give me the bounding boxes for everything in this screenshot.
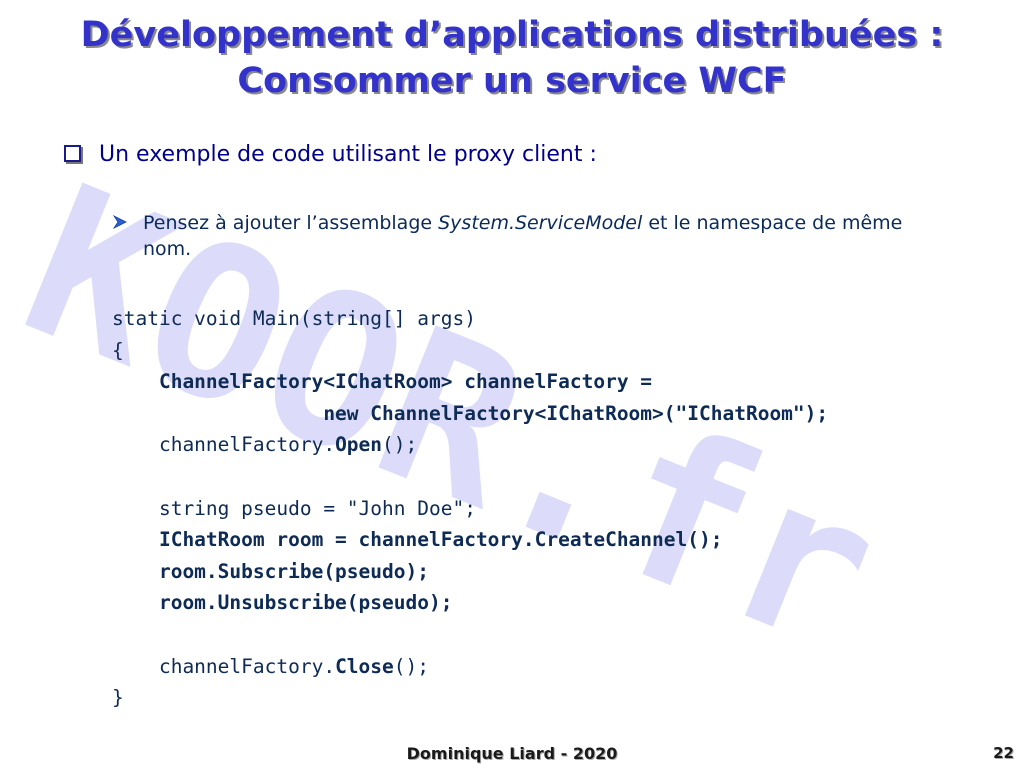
bullet-2-text-before: Pensez à ajouter l’assemblage — [143, 212, 439, 234]
code-text: channelFactory. — [112, 433, 336, 457]
code-block: static void Main(string[] args) { Channe… — [112, 303, 992, 714]
bullet-2-text-after: et le namespace de même nom. — [143, 212, 903, 260]
bullet-2-text: Pensez à ajouter l’assemblage System.Ser… — [143, 210, 953, 262]
code-line: channelFactory.Open(); — [112, 429, 992, 461]
code-line: room.Unsubscribe(pseudo); — [112, 591, 453, 615]
code-line — [112, 461, 992, 493]
code-line — [112, 619, 992, 651]
arrow-bullet-icon — [113, 215, 127, 229]
code-line: new ChannelFactory<IChatRoom>("IChatRoom… — [112, 401, 829, 425]
code-text: channelFactory. — [112, 654, 336, 678]
bullet-1-text: Un exemple de code utilisant le proxy cl… — [99, 142, 597, 167]
slide-title: Développement d’applications distribuées… — [0, 12, 1024, 104]
code-method: Open — [335, 433, 383, 457]
assembly-name: System.ServiceModel — [438, 212, 643, 234]
code-line: } — [112, 686, 124, 710]
code-line: { — [112, 338, 124, 362]
page-number: 22 — [993, 744, 1014, 762]
code-line: channelFactory.Close(); — [112, 651, 992, 683]
code-method: Close — [335, 654, 394, 678]
square-bullet-icon — [64, 145, 81, 162]
code-line: ChannelFactory<IChatRoom> channelFactory… — [112, 370, 653, 394]
bullet-level-2: Pensez à ajouter l’assemblage System.Ser… — [113, 210, 953, 262]
code-text: (); — [393, 654, 429, 678]
title-line-1: Développement d’applications distribuées… — [80, 15, 944, 55]
footer-author: Dominique Liard - 2020 — [406, 744, 618, 763]
code-line: string pseudo = "John Doe"; — [112, 496, 476, 520]
bullet-level-1: Un exemple de code utilisant le proxy cl… — [64, 141, 984, 169]
code-line: room.Subscribe(pseudo); — [112, 559, 429, 583]
code-line: static void Main(string[] args) — [112, 307, 476, 330]
code-text: (); — [382, 433, 418, 457]
code-line: IChatRoom room = channelFactory.CreateCh… — [112, 528, 723, 552]
title-line-2: Consommer un service WCF — [237, 61, 787, 101]
